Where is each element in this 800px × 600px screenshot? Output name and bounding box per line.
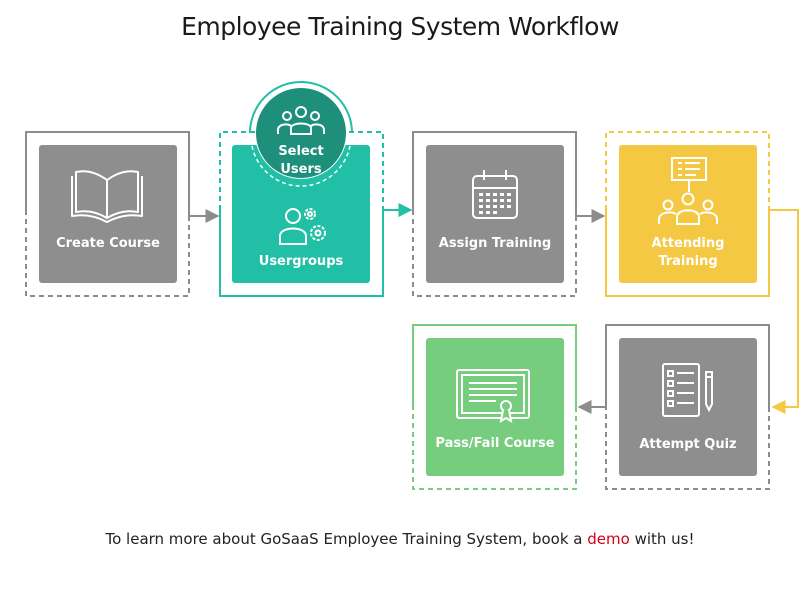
frame-assign-training: [412, 131, 577, 297]
label-select-users: Select Users: [278, 144, 324, 177]
label-assign-training: Assign Training: [438, 236, 552, 251]
user-gear-icon: [279, 208, 326, 245]
frame-attending-training: [605, 131, 770, 297]
frame-pass-fail-course: [412, 324, 577, 490]
page-title: Employee Training System Workflow: [181, 12, 619, 41]
presentation-icon: [658, 157, 718, 225]
footer-text-before: To learn more about GoSaaS Employee Trai…: [105, 530, 588, 548]
select-users-outer-ring: [249, 81, 353, 134]
users-group-icon: [277, 106, 325, 135]
footer-text: To learn more about GoSaaS Employee Trai…: [0, 530, 800, 548]
box-usergroups: [232, 145, 370, 283]
frame-create-course: [25, 131, 190, 297]
certificate-icon: [456, 369, 530, 423]
label-pass-fail-course: Pass/Fail Course: [435, 436, 555, 451]
label-attending-training: Attending Training: [651, 236, 725, 269]
box-attending-training: [619, 145, 757, 283]
frame-attempt-quiz: [605, 324, 770, 490]
label-create-course: Create Course: [56, 236, 160, 251]
box-pass-fail-course: [426, 338, 564, 476]
box-attempt-quiz: [619, 338, 757, 476]
open-book-icon: [71, 170, 143, 223]
arrow-attending-to-quiz: [769, 209, 799, 414]
demo-link[interactable]: demo: [587, 530, 630, 548]
frame-usergroups: [219, 131, 384, 297]
label-usergroups: Usergroups: [258, 254, 344, 269]
calendar-icon: [472, 170, 518, 219]
footer-text-after: with us!: [629, 530, 695, 548]
label-attempt-quiz: Attempt Quiz: [639, 437, 737, 452]
checklist-pencil-icon: [662, 363, 713, 417]
